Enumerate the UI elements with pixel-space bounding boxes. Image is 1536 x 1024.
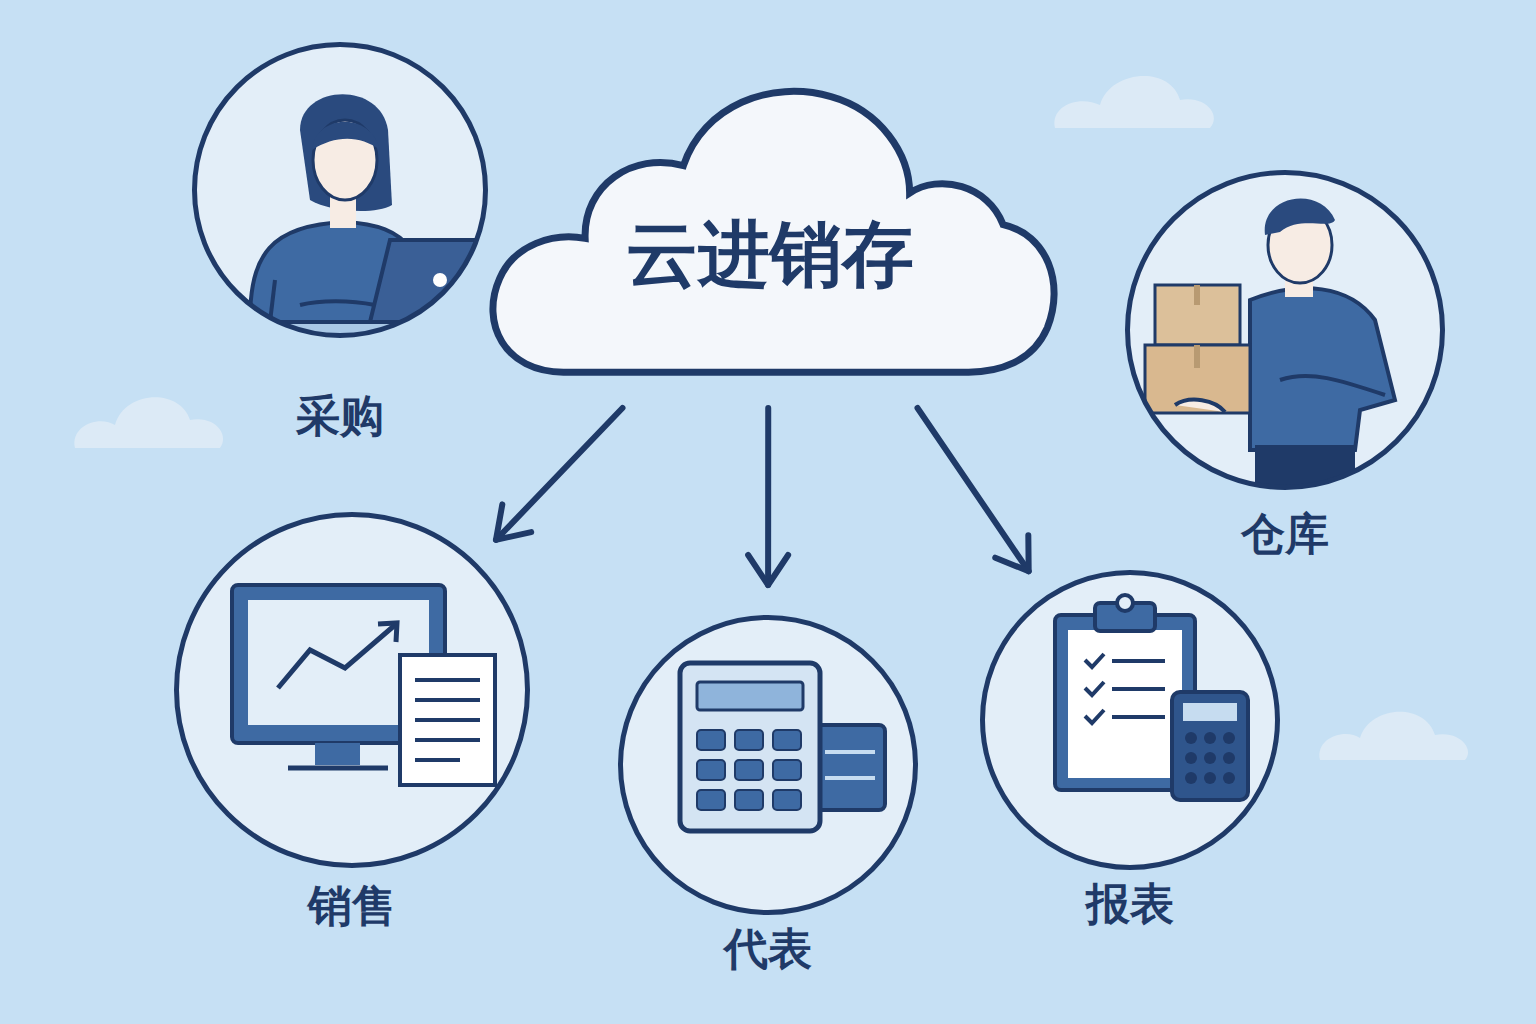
calculator-icon [680,663,885,831]
report-icon [1055,595,1248,800]
module-circle: 仓库 [1125,170,1445,490]
module-circle: 销售 [174,512,530,868]
sales-icon [232,585,495,785]
module-label: 代表 [724,925,812,973]
cloud-title: 云进销存 [475,215,1065,294]
module-label: 仓库 [1241,510,1329,558]
module-label: 销售 [308,882,396,930]
flow-arrow [918,408,1029,571]
flow-arrow [496,408,623,540]
flow-arrow [748,408,788,585]
module-circle: 代表 [618,615,918,915]
warehouse-figure [1145,199,1395,495]
module-circle: 报表 [980,570,1280,870]
module-label: 采购 [296,392,384,440]
buyer-figure [190,94,490,362]
cloud-node: 云进销存 [475,75,1065,380]
module-label: 报表 [1086,880,1174,928]
module-circle: 采购 [192,42,488,338]
